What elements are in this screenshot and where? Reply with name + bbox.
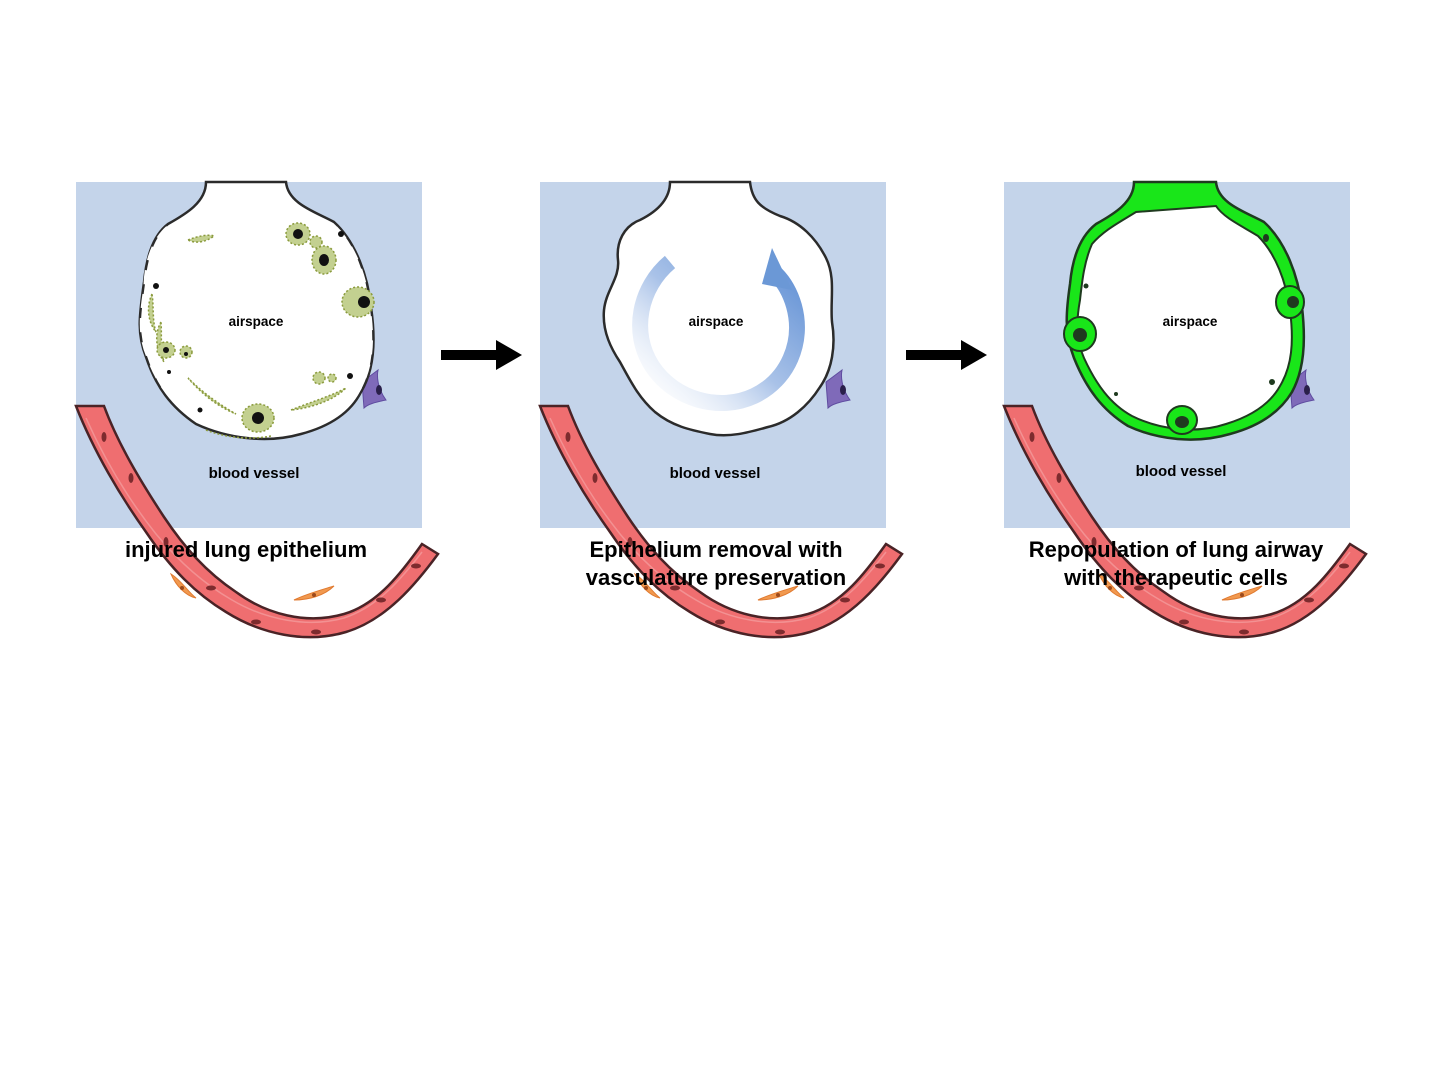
airspace-label: airspace	[689, 314, 744, 329]
blood-vessel-label: blood vessel	[209, 465, 300, 482]
caption-removal: Epithelium removal with vasculature pres…	[585, 537, 847, 590]
panel-repopulation: airspace blood vessel	[1002, 180, 1368, 639]
blood-vessel-label: blood vessel	[670, 465, 761, 482]
caption-repopulation: Repopulation of lung airway with therape…	[1028, 537, 1324, 590]
therapeutic-cell-nuclei	[1073, 234, 1299, 428]
panel-removal: airspace blood vessel	[538, 180, 904, 639]
injured-cells	[147, 222, 375, 439]
blood-vessel-label: blood vessel	[1136, 463, 1227, 480]
airspace-label: airspace	[229, 314, 284, 329]
damaged-epithelium	[139, 225, 374, 438]
airspace-region	[1076, 204, 1293, 431]
panel-injured: airspace blood vessel	[74, 180, 440, 639]
airspace-label: airspace	[1163, 314, 1218, 329]
right-arrow-icon	[441, 340, 522, 370]
caption-injured: injured lung epithelium	[125, 537, 367, 562]
circular-arrow-icon	[632, 248, 805, 411]
injured-cell-nuclei	[153, 229, 370, 424]
right-arrow-icon	[906, 340, 987, 370]
